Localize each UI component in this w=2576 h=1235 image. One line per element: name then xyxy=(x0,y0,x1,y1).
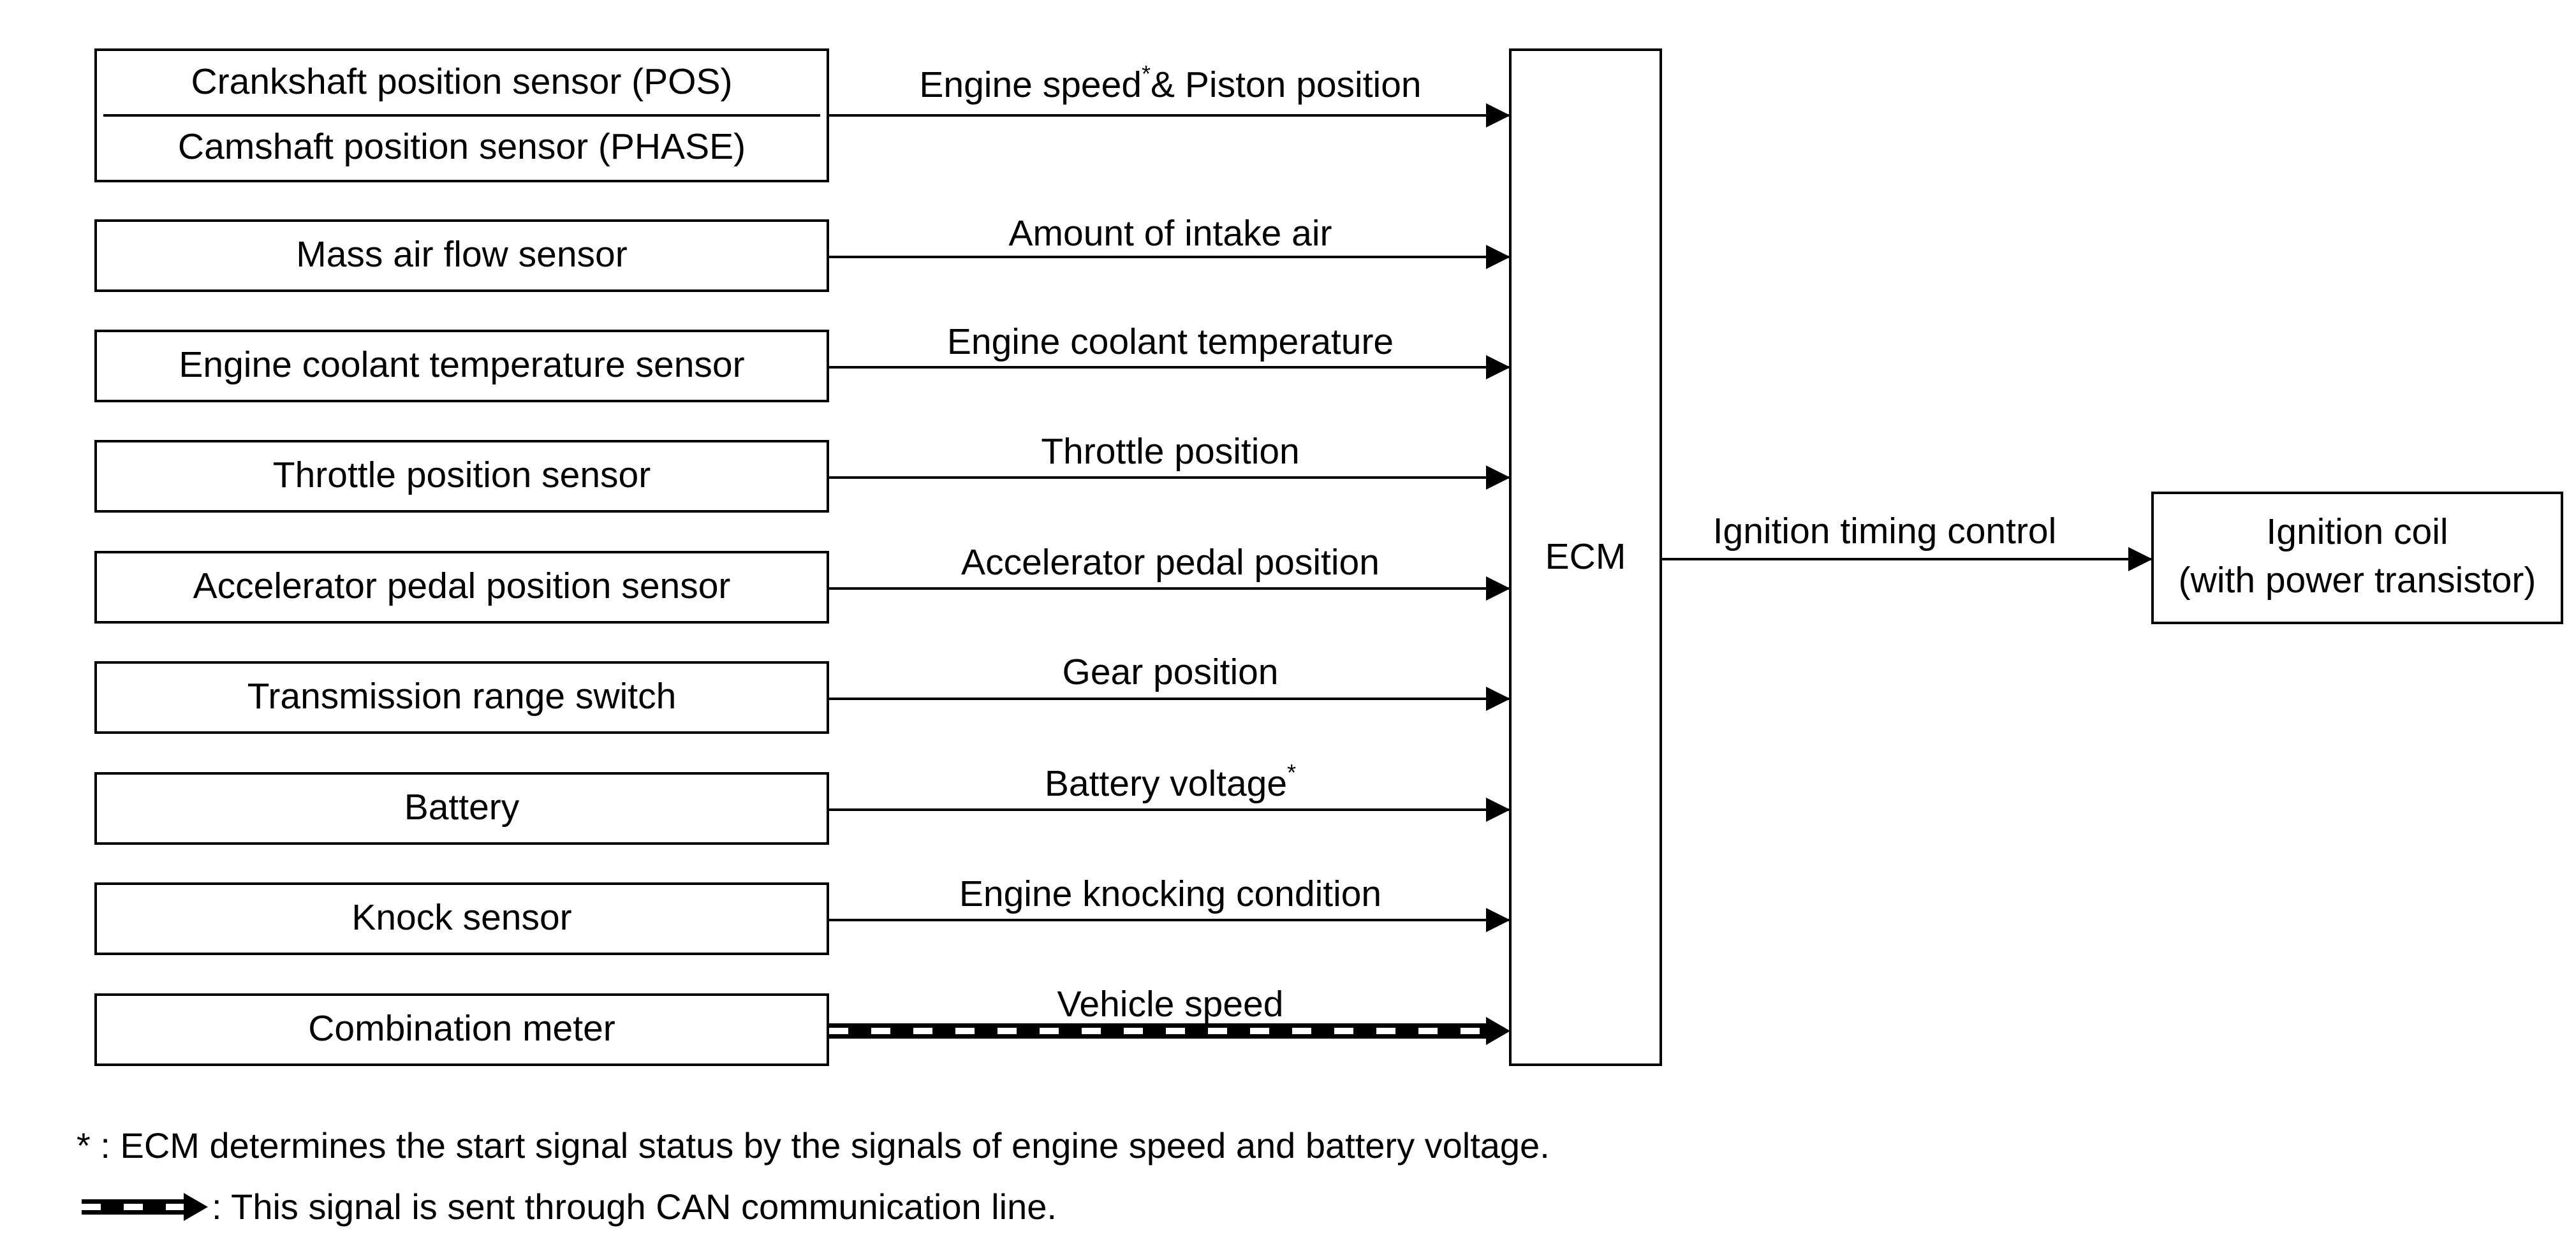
gear-position-signal-label: Gear position xyxy=(1062,652,1278,692)
engine-coolant-temperature-sensor-box xyxy=(94,330,829,402)
vehicle-speed-arrowhead xyxy=(1486,1017,1510,1045)
ignition-coil-box xyxy=(2151,492,2563,624)
ecm-label: ECM xyxy=(1545,536,1626,577)
battery-voltage-signal-label: Battery voltage* xyxy=(1045,759,1296,804)
mass-air-flow-sensor-label: Mass air flow sensor xyxy=(296,234,628,275)
transmission-range-switch-box xyxy=(94,661,829,734)
asterisk-footnote: * : ECM determines the start signal stat… xyxy=(77,1125,1550,1166)
battery-label: Battery xyxy=(404,787,520,828)
ecm-box xyxy=(1509,48,1662,1066)
intake-air-signal-label: Amount of intake air xyxy=(1009,213,1332,254)
ignition-timing-control-label: Ignition timing control xyxy=(1713,511,2057,552)
ignition-coil-sublabel: (with power transistor) xyxy=(2179,560,2536,601)
camshaft-position-sensor-label: Camshaft position sensor (PHASE) xyxy=(178,126,746,167)
throttle-position-signal-label: Throttle position xyxy=(1041,431,1300,472)
crankshaft-position-sensor-label: Crankshaft position sensor (POS) xyxy=(191,61,732,102)
can-legend-arrowhead xyxy=(184,1193,208,1221)
engine-coolant-temperature-sensor-label: Engine coolant temperature sensor xyxy=(179,344,744,385)
ignition-coil-label: Ignition coil xyxy=(2266,511,2448,552)
vehicle-speed-signal-label: Vehicle speed xyxy=(1057,984,1284,1025)
mass-air-flow-sensor-box xyxy=(94,219,829,292)
coolant-temperature-signal-label: Engine coolant temperature xyxy=(947,321,1394,362)
can-footnote: : This signal is sent through CAN commun… xyxy=(212,1187,1057,1227)
knock-sensor-label: Knock sensor xyxy=(351,897,571,938)
combination-meter-box xyxy=(94,993,829,1066)
knocking-condition-signal-label: Engine knocking condition xyxy=(959,873,1381,914)
accelerator-pedal-position-sensor-label: Accelerator pedal position sensor xyxy=(193,566,731,606)
transmission-range-switch-label: Transmission range switch xyxy=(247,676,677,717)
engine-speed-signal-label: Engine speed*& Piston position xyxy=(919,61,1421,105)
accelerator-pedal-signal-label: Accelerator pedal position xyxy=(961,542,1380,583)
combination-meter-label: Combination meter xyxy=(308,1008,615,1049)
throttle-position-sensor-label: Throttle position sensor xyxy=(273,455,651,495)
